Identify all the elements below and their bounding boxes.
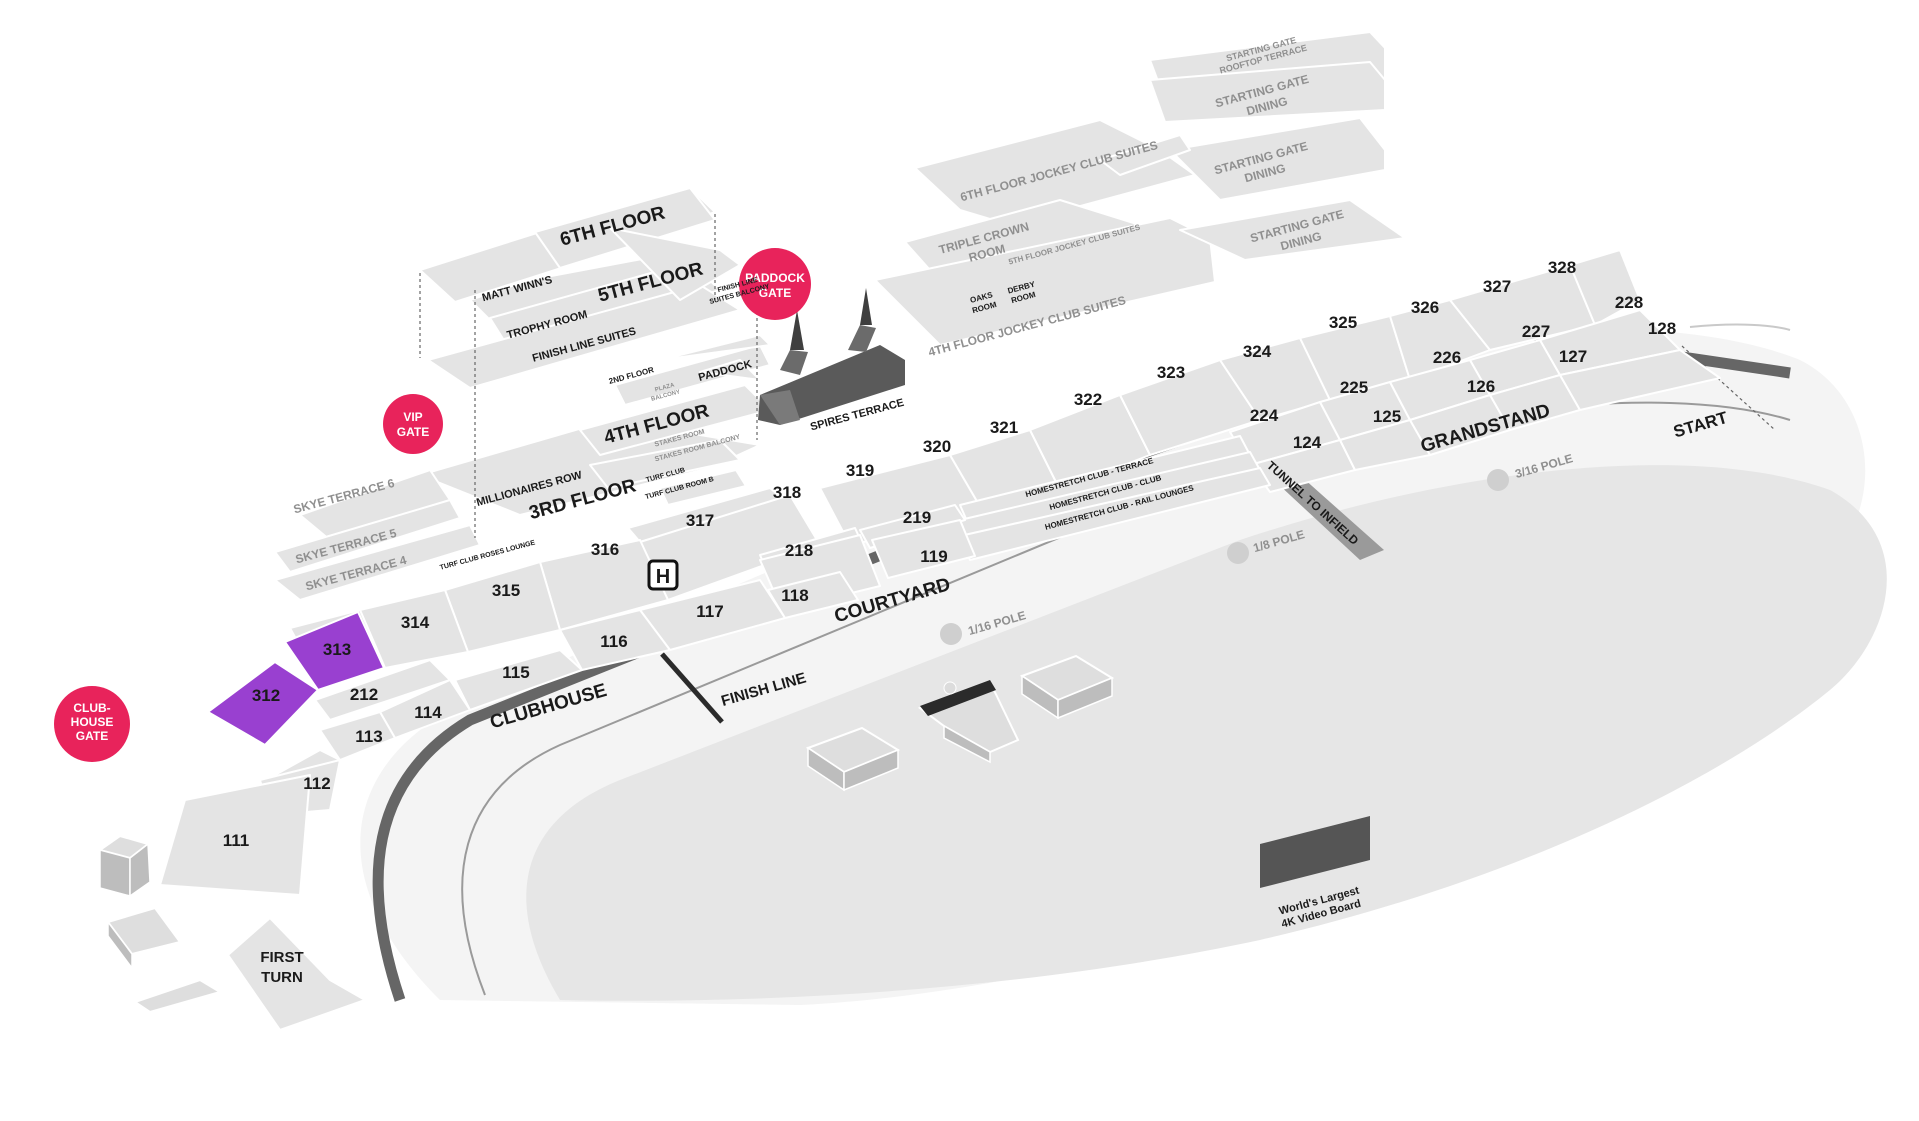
paddock-gate-label-2: GATE (759, 286, 791, 300)
finish-line-marker (660, 652, 724, 724)
helipad-icon (647, 559, 679, 591)
clubhouse-gate-label-3: GATE (76, 729, 108, 743)
section-321[interactable]: 321 (990, 418, 1018, 437)
upper-floors (274, 187, 785, 601)
video-board (1260, 816, 1370, 888)
section-315[interactable]: 315 (492, 581, 520, 600)
plaza-balcony-label-1: PLAZA (654, 382, 676, 393)
section-326[interactable]: 326 (1411, 298, 1439, 317)
paddock-gate-icon (739, 248, 811, 320)
section-317[interactable]: 317 (686, 511, 714, 530)
section-319[interactable]: 319 (846, 461, 874, 480)
section-313-highlight[interactable] (283, 610, 386, 692)
section-227[interactable]: 227 (1522, 322, 1550, 341)
section-320[interactable]: 320 (923, 437, 951, 456)
section-124[interactable]: 124 (1293, 433, 1322, 452)
section-328[interactable]: 328 (1548, 258, 1576, 277)
paddock-gate[interactable]: PADDOCK GATE (739, 248, 811, 320)
section-117[interactable]: 117 (696, 602, 723, 621)
clubhouse-gate-label-1: CLUB- (73, 701, 110, 715)
section-125[interactable]: 125 (1373, 407, 1401, 426)
clubhouse-gate-label-2: HOUSE (71, 715, 114, 729)
helipad-letter: H (656, 566, 670, 588)
section-111[interactable]: 111 (223, 831, 250, 850)
infield (526, 465, 1887, 1001)
section-313[interactable]: 313 (323, 640, 351, 659)
section-312-highlight[interactable] (206, 660, 320, 747)
pole-1-16-marker (940, 623, 962, 645)
pole-1-8-marker (1227, 542, 1249, 564)
outer-rail (372, 324, 1791, 1002)
first-turn-label-2: TURN (261, 969, 303, 986)
vip-gate-label-1: VIP (403, 410, 422, 424)
section-323[interactable]: 323 (1157, 363, 1185, 382)
section-314[interactable]: 314 (401, 613, 430, 632)
section-325[interactable]: 325 (1329, 313, 1357, 332)
section-118[interactable]: 118 (781, 586, 808, 605)
infield-buildings (805, 654, 1370, 888)
section-316[interactable]: 316 (591, 540, 619, 559)
pole-3-16-marker (1487, 469, 1509, 491)
section-327[interactable]: 327 (1483, 277, 1511, 296)
section-218[interactable]: 218 (785, 541, 813, 560)
section-126[interactable]: 126 (1467, 377, 1495, 396)
spires-building (758, 288, 905, 425)
section-116[interactable]: 116 (600, 632, 627, 651)
section-128[interactable]: 128 (1648, 319, 1676, 338)
section-212[interactable]: 212 (350, 685, 378, 704)
section-119[interactable]: 119 (920, 547, 947, 566)
track-edge (1689, 323, 1791, 331)
section-318[interactable]: 318 (773, 483, 801, 502)
clubhouse-gate-icon (54, 686, 130, 762)
section-224[interactable]: 224 (1250, 406, 1279, 425)
section-312[interactable]: 312 (252, 686, 280, 705)
section-113[interactable]: 113 (355, 727, 382, 746)
section-322[interactable]: 322 (1074, 390, 1102, 409)
section-219[interactable]: 219 (903, 508, 931, 527)
vip-gate-icon (383, 394, 443, 454)
clubhouse-gate[interactable]: CLUB- HOUSE GATE (54, 686, 130, 762)
paddock-gate-label-1: PADDOCK (745, 271, 805, 285)
vip-gate-label-2: GATE (397, 425, 429, 439)
section-112[interactable]: 112 (303, 774, 330, 793)
section-324[interactable]: 324 (1243, 342, 1272, 361)
section-114[interactable]: 114 (414, 703, 442, 722)
section-228[interactable]: 228 (1615, 293, 1643, 312)
first-turn-label-1: FIRST (260, 949, 303, 966)
section-225[interactable]: 225 (1340, 378, 1368, 397)
section-115[interactable]: 115 (502, 663, 529, 682)
section-226[interactable]: 226 (1433, 348, 1461, 367)
jockey-starting-gate-levels (874, 31, 1406, 346)
section-row-200-100 (159, 309, 1721, 1031)
section-numbers: 111 112 113 114 115 116 117 118 119 124 … (223, 258, 1676, 850)
track-area (360, 323, 1887, 1006)
section-127[interactable]: 127 (1559, 347, 1587, 366)
vip-gate[interactable]: VIP GATE (383, 394, 443, 454)
